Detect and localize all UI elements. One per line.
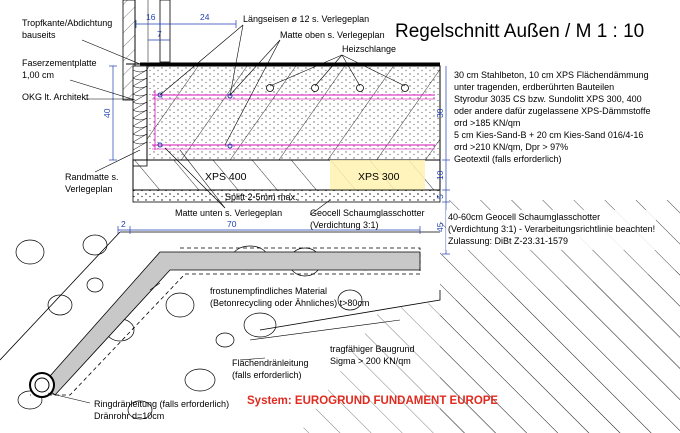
label-laengseisen: Längseisen ø 12 s. Verlegeplan xyxy=(243,14,369,24)
label-xps300: XPS 300 xyxy=(358,171,400,183)
label-faserzement-2: 1,00 cm xyxy=(22,70,54,80)
desc-line-1: 30 cm Stahlbeton, 10 cm XPS Flächendämmu… xyxy=(454,70,649,80)
description-right: 30 cm Stahlbeton, 10 cm XPS Flächendämmu… xyxy=(454,70,650,164)
desc-line-8: Geotextil (falls erforderlich) xyxy=(454,154,562,164)
label-okg: OKG lt. Architekt xyxy=(22,92,89,102)
label-frost-2: (Betonrecycling oder Ähnliches) t>80cm xyxy=(210,298,369,308)
desc-geocell-1: 40-60cm Geocell Schaumglasschotter xyxy=(448,212,600,222)
leader-lines xyxy=(47,24,406,404)
desc-line-7: σrd >210 KN/qm, Dpr > 97% xyxy=(454,142,568,152)
dim-7: 7 xyxy=(157,29,162,39)
label-xps400: XPS 400 xyxy=(205,171,247,183)
label-ringdraen: Ringdränleitung (falls erforderlich) xyxy=(94,399,229,409)
label-flaechendraen-2: (falls erforderlich) xyxy=(232,370,302,380)
label-randmatte: Randmatte s. xyxy=(65,172,119,182)
label-geocell: Geocell Schaumglasschotter xyxy=(310,208,425,218)
annotations: Regelschnitt Außen / M 1 : 10 Tropfkante… xyxy=(22,14,644,421)
concrete-slab xyxy=(146,65,441,161)
wall-section xyxy=(122,0,440,101)
label-tropfkante: Tropfkante/Abdichtung xyxy=(22,18,112,28)
label-matte-unten: Matte unten s. Verlegeplan xyxy=(175,208,282,218)
desc-line-2: unter tragenden, erdberührten Bauteilen xyxy=(454,82,614,92)
desc-geocell-3: Zulassung: DiBt Z-23.31-1579 xyxy=(448,236,568,246)
edge-insulation xyxy=(132,65,148,167)
drawing-title: Regelschnitt Außen / M 1 : 10 xyxy=(395,21,644,42)
label-randmatte-2: Verlegeplan xyxy=(65,184,113,194)
desc-line-3: Styrodur 3035 CS bzw. Sundolitt XPS 300,… xyxy=(454,94,642,104)
desc-line-4: oder andere dafür zugelassene XPS-Dämmst… xyxy=(454,106,650,116)
label-heizschlange: Heizschlange xyxy=(342,44,396,54)
label-tropfkante-2: bauseits xyxy=(22,30,56,40)
ground-hatch xyxy=(300,200,680,433)
dim-2: 2 xyxy=(121,219,126,229)
dim-45: 45 xyxy=(435,222,445,232)
dim-30: 30 xyxy=(435,108,445,118)
system-title: System: EUROGRUND FUNDAMENT EUROPE xyxy=(247,395,498,407)
desc-line-6: 5 cm Kies-Sand-B + 20 cm Kies-Sand 016/4… xyxy=(454,130,643,140)
xps300-highlight xyxy=(330,160,425,190)
desc-line-5: σrd >185 KN/qm xyxy=(454,118,520,128)
label-baugrund-2: Sigma > 200 KN/qm xyxy=(330,356,411,366)
dim-16: 16 xyxy=(146,12,156,22)
dim-24: 24 xyxy=(200,12,210,22)
dimension-labels: 16 24 7 40 30 10 5 45 2 70 xyxy=(102,12,445,232)
dim-70: 70 xyxy=(227,219,237,229)
label-geocell-2: (Verdichtung 3:1) xyxy=(310,220,379,230)
label-ringdraen-2: Dränrohr d=10cm xyxy=(94,411,164,421)
drain-layer xyxy=(29,251,421,398)
geocell-outline xyxy=(0,231,441,396)
label-flaechendraen: Flächendränleitung xyxy=(232,358,309,368)
label-frost: frostunempfindliches Material xyxy=(210,286,327,296)
dim-5: 5 xyxy=(435,194,445,199)
label-baugrund: tragfähiger Baugrund xyxy=(330,344,415,354)
label-matte-oben: Matte oben s. Verlegeplan xyxy=(280,30,385,40)
heating-pipes xyxy=(266,84,409,92)
dim-40: 40 xyxy=(102,108,112,118)
dim-10: 10 xyxy=(435,170,445,180)
description-geocell: 40-60cm Geocell Schaumglasschotter (Verd… xyxy=(446,210,656,250)
desc-geocell-2: (Verdichtung 3:1) - Verarbeitungsrichtli… xyxy=(448,224,655,234)
label-splitt: Splitt 2-5mm max. xyxy=(225,192,298,202)
label-faserzement: Faserzementplatte xyxy=(22,58,97,68)
